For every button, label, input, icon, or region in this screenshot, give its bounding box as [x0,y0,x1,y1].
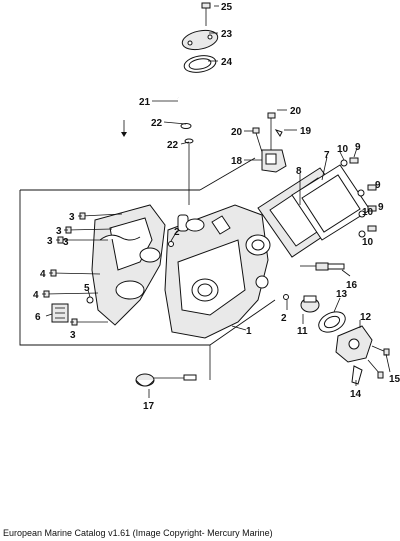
cover-gasket [183,55,217,73]
callout-22: 22 [151,118,163,129]
callout-4: 4 [40,269,46,280]
cover-bolt [201,2,211,26]
callout-21: 21 [139,97,151,108]
image-caption: European Marine Catalog v1.61 (Image Cop… [3,528,273,538]
callout-3: 3 [56,226,62,237]
callout-9: 9 [355,142,361,153]
callout-11: 11 [297,326,308,337]
callout-labels: 25 23 24 21 22 22 20 20 19 18 7 8 10 9 9… [33,2,400,412]
callout-19: 19 [300,126,312,137]
callout-3: 3 [47,236,53,247]
callout-20: 20 [231,127,243,138]
hose-clip [274,129,283,137]
callout-20: 20 [290,106,302,117]
callout-10: 10 [362,207,374,218]
callout-8: 8 [296,166,302,177]
callout-2: 2 [281,313,287,324]
callout-10: 10 [337,144,349,155]
callout-7: 7 [324,150,330,161]
callout-13: 13 [336,289,348,300]
cover-bolts [340,157,377,238]
callout-12: 12 [360,312,372,323]
assembly-frame [19,157,276,346]
spark-plug [300,262,345,271]
anode [135,373,197,387]
cover-bolts-right [367,345,390,379]
callout-4: 4 [33,290,39,301]
leader-lines [42,5,391,398]
callout-1: 1 [246,326,252,337]
callout-3: 3 [63,237,69,248]
callout-18: 18 [231,156,243,167]
callout-3: 3 [69,212,75,223]
bracket-bolt [252,112,276,153]
dowel-pins [168,241,289,300]
callout-9: 9 [375,180,381,191]
mount-bracket [261,149,287,173]
callout-17: 17 [143,401,155,412]
left-head-assembly [91,204,166,326]
callout-15: 15 [389,374,400,385]
crankcase-block [164,204,271,339]
callout-25: 25 [221,2,233,13]
callout-3: 3 [70,330,76,341]
callout-23: 23 [221,29,233,40]
callout-16: 16 [346,280,358,291]
cover-plate [181,29,219,51]
callout-22: 22 [167,140,179,151]
callout-2: 2 [174,227,180,238]
thermostat-cover [335,325,373,363]
exhaust-cover-gasket [291,164,371,241]
left-bolts [43,212,123,326]
callout-9: 9 [378,202,384,213]
reed-block [51,303,69,323]
callout-6: 6 [35,312,41,323]
callout-10: 10 [362,237,374,248]
thermostat-gasket [318,311,346,333]
callout-5: 5 [84,283,90,294]
callout-24: 24 [221,57,233,68]
thermostat [300,295,320,313]
callout-14: 14 [350,389,362,400]
arrow-marker [121,120,127,137]
breather-hose [171,85,199,205]
hose-fitting [351,365,363,385]
